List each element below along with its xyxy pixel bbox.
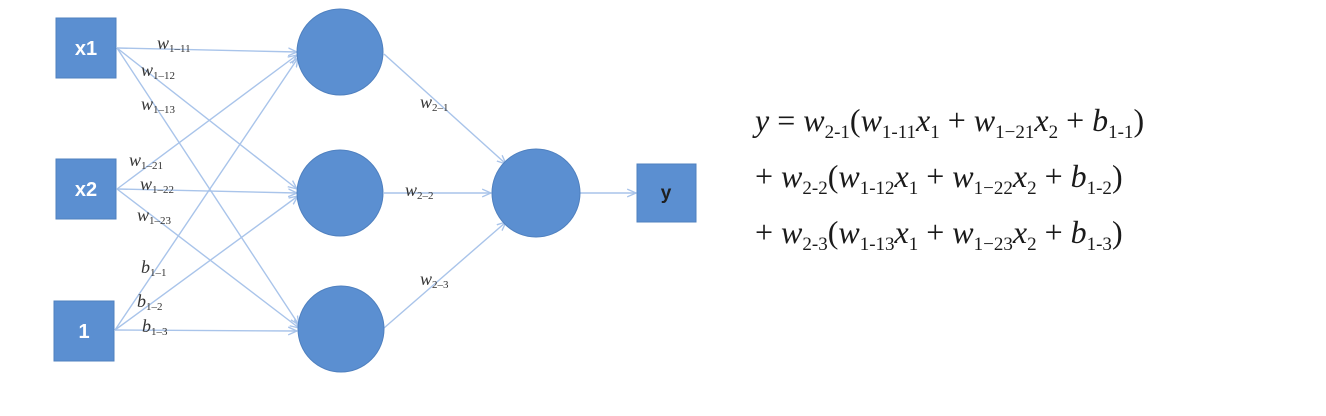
hidden-neuron-2 bbox=[296, 149, 384, 237]
edge-h1-o1 bbox=[383, 53, 506, 164]
input-node-bias-label: 1 bbox=[78, 321, 89, 343]
edge-labels: w1–11 w1–12 w1–13 w1–21 w1–22 w1–23 b1–1… bbox=[129, 33, 449, 338]
weight-label-w1-23: w1–23 bbox=[137, 205, 172, 227]
edge-bias-h2 bbox=[114, 196, 298, 331]
equation-line-3: + w2-3(w1-13x1 + w1−23x2 + b1-3) bbox=[755, 214, 1123, 255]
weight-label-w2-1: w2–1 bbox=[420, 92, 449, 114]
bias-label-b1-1: b1–1 bbox=[141, 257, 167, 279]
input-node-bias: 1 bbox=[53, 300, 115, 362]
edge-x1-h2 bbox=[116, 47, 297, 189]
bias-label-b1-2: b1–2 bbox=[137, 291, 163, 313]
output-node-y-label: y bbox=[661, 183, 672, 204]
output-node-y: y bbox=[636, 163, 697, 223]
input-node-x2-label: x2 bbox=[75, 179, 97, 201]
weight-label-w1-22: w1–22 bbox=[140, 174, 174, 196]
input-to-hidden-edges bbox=[114, 47, 299, 331]
edge-x1-h1 bbox=[116, 48, 297, 52]
input-node-x2: x2 bbox=[55, 158, 117, 220]
edge-x2-h3 bbox=[116, 188, 299, 328]
edge-h3-o1 bbox=[383, 222, 506, 329]
hidden-to-output-edges bbox=[383, 53, 636, 329]
edge-x1-h3 bbox=[116, 47, 299, 325]
weight-label-w1-13: w1–13 bbox=[141, 94, 176, 116]
weight-label-w2-3: w2–3 bbox=[420, 269, 449, 291]
weight-label-w1-12: w1–12 bbox=[141, 60, 175, 82]
equation-line-2: + w2-2(w1-12x1 + w1−22x2 + b1-2) bbox=[755, 158, 1123, 199]
weight-label-w1-21: w1–21 bbox=[129, 150, 163, 172]
output-equation: y = w2-1(w1-11x1 + w1−21x2 + b1-1) + w2-… bbox=[755, 104, 1295, 272]
bias-label-b1-3: b1–3 bbox=[142, 316, 168, 338]
output-neuron bbox=[491, 148, 581, 238]
weight-label-w2-2: w2–2 bbox=[405, 180, 434, 202]
weight-label-w1-11: w1–11 bbox=[157, 33, 191, 55]
edge-x2-h2 bbox=[116, 189, 297, 193]
hidden-neuron-1 bbox=[296, 8, 384, 96]
input-node-x1: x1 bbox=[55, 17, 117, 79]
equation-line-1: y = w2-1(w1-11x1 + w1−21x2 + b1-1) bbox=[755, 102, 1145, 143]
edge-bias-h1 bbox=[114, 58, 298, 331]
input-node-x1-label: x1 bbox=[75, 38, 97, 60]
edge-x2-h1 bbox=[116, 55, 297, 190]
edge-bias-h3 bbox=[114, 330, 297, 331]
hidden-neuron-3 bbox=[297, 285, 385, 373]
